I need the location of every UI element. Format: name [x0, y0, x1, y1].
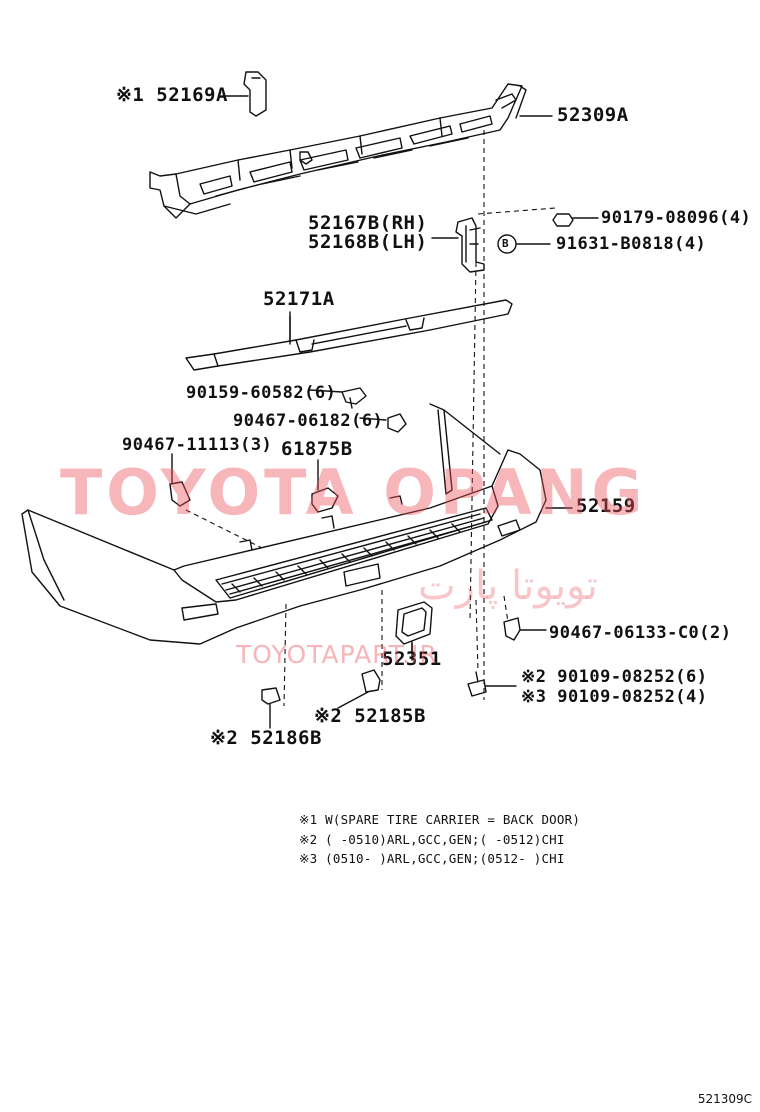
footnote-2: ※2 ( -0510)ARL,GCC,GEN;( -0512)CHI: [299, 832, 565, 847]
label-52171a: 52171A: [263, 288, 335, 310]
label-52309a: 52309A: [557, 104, 629, 126]
label-91631: 91631-B0818(4): [556, 234, 707, 254]
label-52169a: ※1 52169A: [116, 84, 228, 106]
bumper-step-pad-52171a: [185, 299, 513, 371]
clip-90467-11113-drawing: [169, 453, 191, 507]
bolt-90109-drawing: [467, 671, 517, 697]
bracket-52169a-drawing: [221, 71, 267, 117]
label-52351: 52351: [382, 648, 442, 670]
footnote-1: ※1 W(SPARE TIRE CARRIER = BACK DOOR): [299, 812, 581, 827]
bracket-52185b-drawing: [361, 669, 381, 693]
watermark-site: TOYOTAPART.IR: [236, 640, 438, 669]
label-90467-06182: 90467-06182(6): [233, 411, 384, 431]
label-90159: 90159-60582(6): [186, 383, 337, 403]
label-90179: 90179-08096(4): [601, 208, 752, 228]
label-52185b: ※2 52185B: [314, 705, 426, 727]
label-52168b: 52168B(LH): [308, 231, 428, 253]
rear-bumper-reinforcement-52309a: [149, 83, 553, 219]
label-90109-a: ※2 90109-08252(6): [521, 667, 708, 687]
label-90467-06133: 90467-06133-C0(2): [549, 623, 732, 643]
label-90109-b: ※3 90109-08252(4): [521, 687, 708, 707]
bolt-b-circle: [497, 234, 551, 254]
clip-90159-drawing: [341, 387, 367, 409]
diagram-code: 521309C: [697, 1092, 752, 1106]
footnote-3: ※3 (0510- )ARL,GCC,GEN;(0512- )CHI: [299, 851, 565, 866]
cap-61875b-drawing: [311, 459, 339, 513]
nut-90179-drawing: [552, 213, 599, 227]
rear-bumper-cover-52159: [21, 403, 573, 645]
label-61875b: 61875B: [281, 438, 353, 460]
bracket-52186b-drawing: [261, 687, 281, 729]
circle-b-letter: B: [502, 237, 509, 250]
clip-90467-06182-drawing: [387, 413, 407, 433]
label-52186b: ※2 52186B: [210, 727, 322, 749]
label-90467-11113: 90467-11113(3): [122, 435, 273, 455]
label-52159: 52159: [576, 495, 636, 517]
watermark-farsi: تويوتا پارت: [418, 563, 598, 609]
label-52167b: 52167B(RH): [308, 212, 428, 234]
watermark-brand: TOYOTA OPANG: [60, 456, 647, 529]
clip-90467-06133-drawing: [503, 617, 547, 641]
